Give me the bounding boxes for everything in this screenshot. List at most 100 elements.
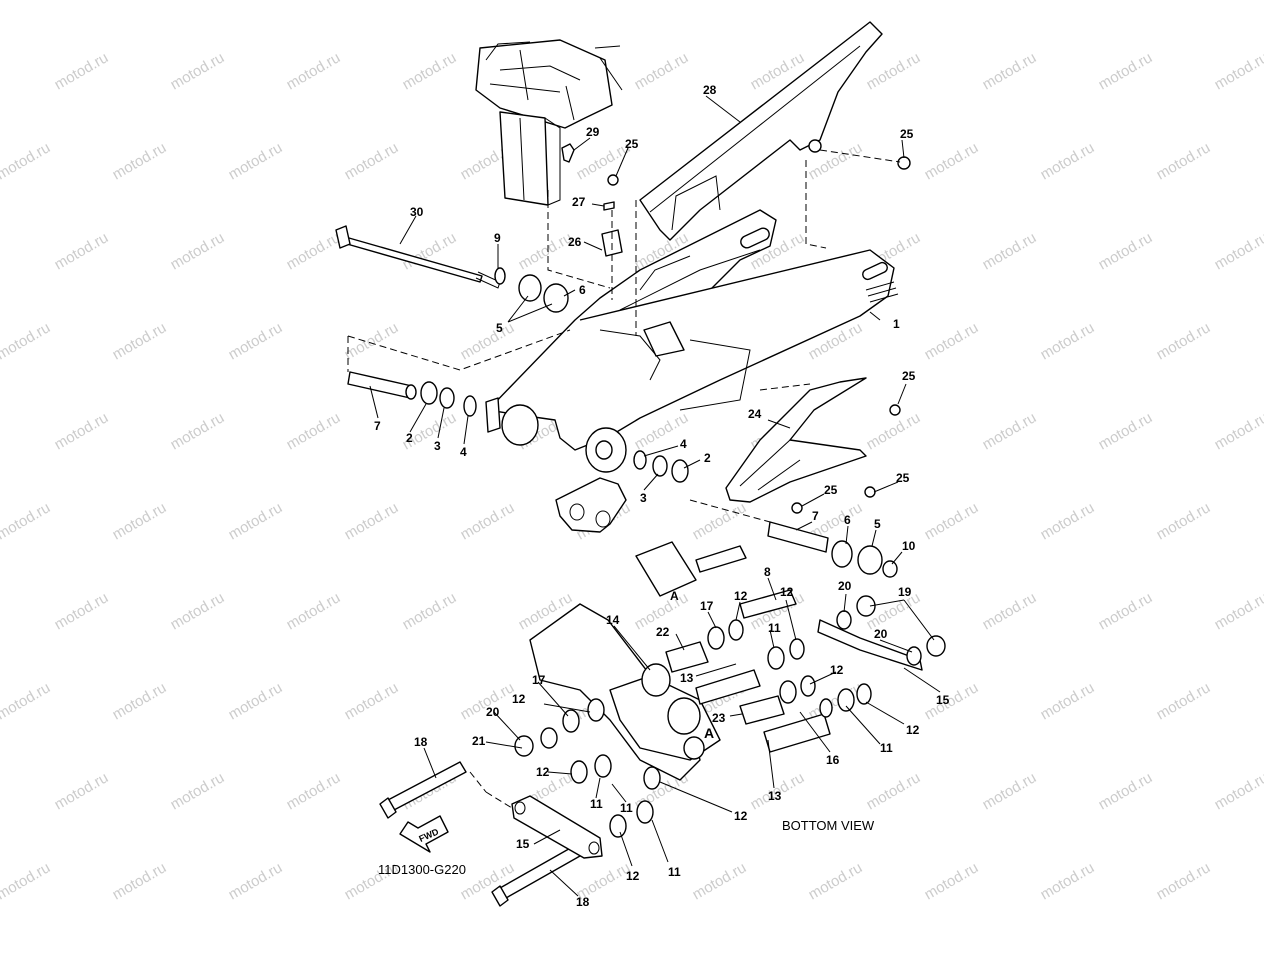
watermark-text: motod.ru — [0, 319, 53, 363]
callout-27: 27 — [572, 195, 586, 209]
watermark-text: motod.ru — [110, 139, 170, 183]
watermark-text: motod.ru — [342, 679, 402, 723]
callout-12-left: 12 — [512, 692, 526, 706]
callout-6-right: 6 — [844, 513, 851, 527]
callout-4-left: 4 — [460, 445, 467, 459]
watermark-text: motod.ru — [458, 0, 518, 3]
watermark-text: motod.ru — [806, 859, 866, 903]
callout-20-top: 20 — [838, 579, 852, 593]
callout-18-bottom: 18 — [576, 895, 590, 909]
watermark-text: motod.ru — [110, 679, 170, 723]
detail-marker-a-bottom: A — [704, 725, 714, 741]
watermark-text: motod.ru — [110, 859, 170, 903]
watermark-text: motod.ru — [226, 319, 286, 363]
callout-20-right: 20 — [874, 627, 888, 641]
callout-17-top: 17 — [700, 599, 714, 613]
callout-4-right: 4 — [680, 437, 687, 451]
callout-8: 8 — [764, 565, 771, 579]
watermark-text: motod.ru — [342, 0, 402, 3]
watermark-text: motod.ru — [1212, 229, 1264, 273]
watermark-text: motod.ru — [574, 0, 634, 3]
watermark-text: motod.ru — [226, 679, 286, 723]
callout-14: 14 — [606, 613, 620, 627]
callout-6-top: 6 — [579, 283, 586, 297]
watermark-text: motod.ru — [1038, 679, 1098, 723]
watermark-text: motod.ru — [226, 499, 286, 543]
callout-29: 29 — [586, 125, 600, 139]
watermark-text: motod.ru — [690, 859, 750, 903]
watermark-text: motod.ru — [1038, 0, 1098, 3]
callout-15-left: 15 — [516, 837, 530, 851]
watermark-text: motod.ru — [1096, 229, 1156, 273]
watermark-text: motod.ru — [1154, 499, 1214, 543]
callout-18-top: 18 — [414, 735, 428, 749]
watermark-text: motod.ru — [1038, 319, 1098, 363]
watermark-text: motod.ru — [922, 499, 982, 543]
watermark-text: motod.ru — [1154, 859, 1214, 903]
battery-box-bracket — [476, 40, 622, 205]
watermark-text: motod.ru — [110, 499, 170, 543]
callout-7-left: 7 — [374, 419, 381, 433]
watermark-text: motod.ru — [1154, 139, 1214, 183]
watermark-text: motod.ru — [226, 859, 286, 903]
callout-21: 21 — [472, 734, 486, 748]
forward-arrow: FWD — [400, 816, 448, 852]
watermark-text: motod.ru — [0, 859, 53, 903]
callout-30: 30 — [410, 205, 424, 219]
watermark-text: motod.ru — [980, 229, 1040, 273]
watermark-text: motod.ru — [342, 319, 402, 363]
watermark-text: motod.ru — [0, 139, 53, 183]
callout-3-right: 3 — [640, 491, 647, 505]
callout-25-lower: 25 — [896, 471, 910, 485]
watermark-text: motod.ru — [922, 319, 982, 363]
watermark-text: motod.ru — [922, 139, 982, 183]
callout-19: 19 — [898, 585, 912, 599]
watermark-text: motod.ru — [0, 679, 53, 723]
watermark-text: motod.ru — [0, 499, 53, 543]
callout-24: 24 — [748, 407, 762, 421]
watermark-text: motod.ru — [1038, 859, 1098, 903]
callout-5-top: 5 — [496, 321, 503, 335]
callout-20-left: 20 — [486, 705, 500, 719]
watermark-text: motod.ru — [690, 499, 750, 543]
watermark-text: motod.ru — [980, 769, 1040, 813]
callout-2-right: 2 — [704, 451, 711, 465]
watermark-text: motod.ru — [922, 0, 982, 3]
watermark-text: motod.ru — [168, 769, 228, 813]
watermark-text: motod.ru — [1096, 589, 1156, 633]
watermark-text: motod.ru — [1154, 0, 1214, 3]
watermark-text: motod.ru — [168, 49, 228, 93]
watermark-text: motod.ru — [168, 589, 228, 633]
callout-3-left: 3 — [434, 439, 441, 453]
callout-22: 22 — [656, 625, 670, 639]
watermark-text: motod.ru — [1212, 409, 1264, 453]
callout-17-left: 17 — [532, 673, 546, 687]
watermark-text: motod.ru — [1212, 589, 1264, 633]
watermark-text: motod.ru — [1096, 769, 1156, 813]
callout-25-right: 25 — [900, 127, 914, 141]
watermark-text: motod.ru — [110, 319, 170, 363]
callout-2-left: 2 — [406, 431, 413, 445]
watermark-text: motod.ru — [980, 589, 1040, 633]
callout-11-top: 11 — [768, 621, 781, 635]
callout-13-upper: 13 — [680, 671, 694, 685]
callout-12-mid: 12 — [830, 663, 844, 677]
watermark-text: motod.ru — [52, 409, 112, 453]
chain-case-lower — [726, 378, 866, 502]
watermark-text: motod.ru — [400, 49, 460, 93]
watermark-text: motod.ru — [458, 319, 518, 363]
watermark-text: motod.ru — [922, 859, 982, 903]
watermark-text: motod.ru — [284, 589, 344, 633]
watermark-text: motod.ru — [516, 229, 576, 273]
watermark-text: motod.ru — [284, 769, 344, 813]
callout-12-top: 12 — [780, 585, 794, 599]
callout-25-top: 25 — [625, 137, 639, 151]
watermark-text: motod.ru — [168, 229, 228, 273]
watermark-text: motod.ru — [284, 229, 344, 273]
callout-12-right: 12 — [906, 723, 920, 737]
callout-11-right: 11 — [880, 741, 893, 755]
watermark-text: motod.ru — [1096, 49, 1156, 93]
watermark-text: motod.ru — [284, 49, 344, 93]
watermark-text: motod.ru — [284, 409, 344, 453]
